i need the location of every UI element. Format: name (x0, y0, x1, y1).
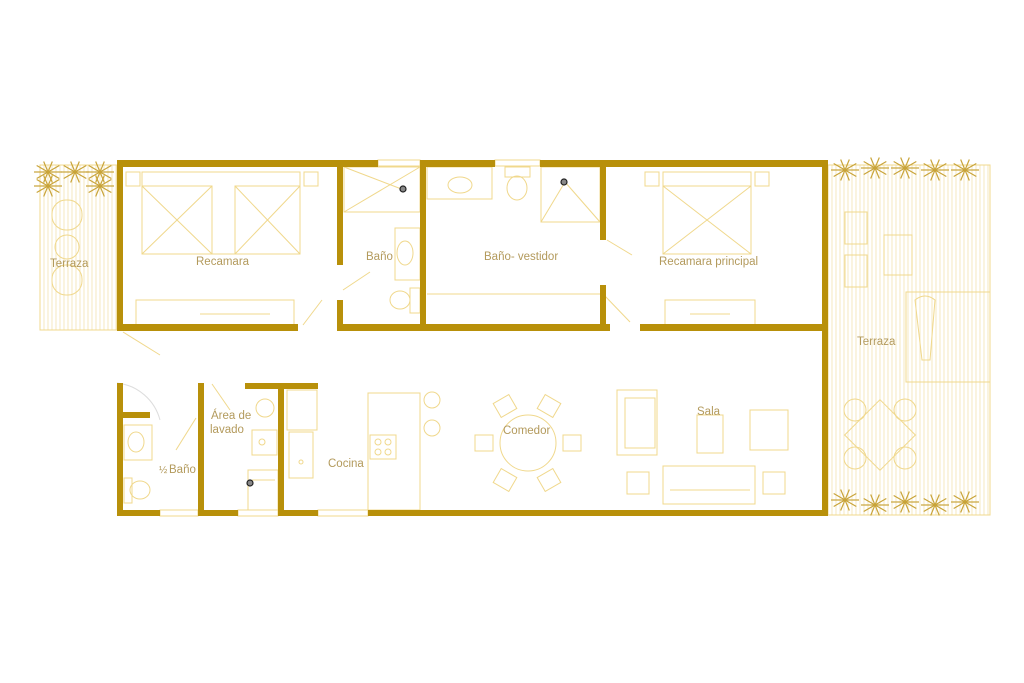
plant-icon (951, 491, 979, 513)
plant-icon (34, 175, 62, 197)
plant-icon (861, 494, 889, 516)
plant-icon (861, 157, 889, 179)
label-recamara: Recamara (196, 256, 250, 268)
drain-icon (560, 178, 568, 186)
drain-icon (246, 479, 254, 487)
plant-icon (86, 161, 114, 183)
label-medio-bano: Baño (169, 464, 196, 476)
label-bano-vestidor: Baño- vestidor (484, 251, 558, 263)
label-medio-fraction: ½ (159, 465, 168, 476)
plant-icon (891, 491, 919, 513)
walls (117, 160, 828, 516)
terrace-furniture-right (843, 211, 991, 472)
label-sala: Sala (697, 406, 721, 418)
terrace-chairs-left (51, 199, 83, 296)
furniture (116, 159, 789, 517)
label-terraza-right: Terraza (857, 336, 896, 348)
plant-icon (61, 161, 89, 183)
plant-icon (831, 159, 859, 181)
label-terraza-left: Terraza (50, 258, 89, 270)
plant-icon (951, 159, 979, 181)
left-terrace-deck (43, 165, 117, 330)
drain-icon (399, 185, 407, 193)
plant-icon (891, 157, 919, 179)
plant-icon (921, 494, 949, 516)
plant-icon (831, 489, 859, 511)
label-area-lavado-1: Área de (211, 409, 251, 422)
plant-icon (34, 161, 62, 183)
plant-icon (921, 159, 949, 181)
label-bano: Baño (366, 251, 393, 263)
label-recamara-principal: Recamara principal (659, 256, 758, 268)
label-cocina: Cocina (328, 458, 364, 470)
label-area-lavado-2: lavado (210, 424, 244, 436)
plant-icon (86, 175, 114, 197)
right-terrace-deck (831, 165, 989, 515)
plant-icons (34, 157, 979, 516)
label-comedor: Comedor (503, 425, 550, 437)
